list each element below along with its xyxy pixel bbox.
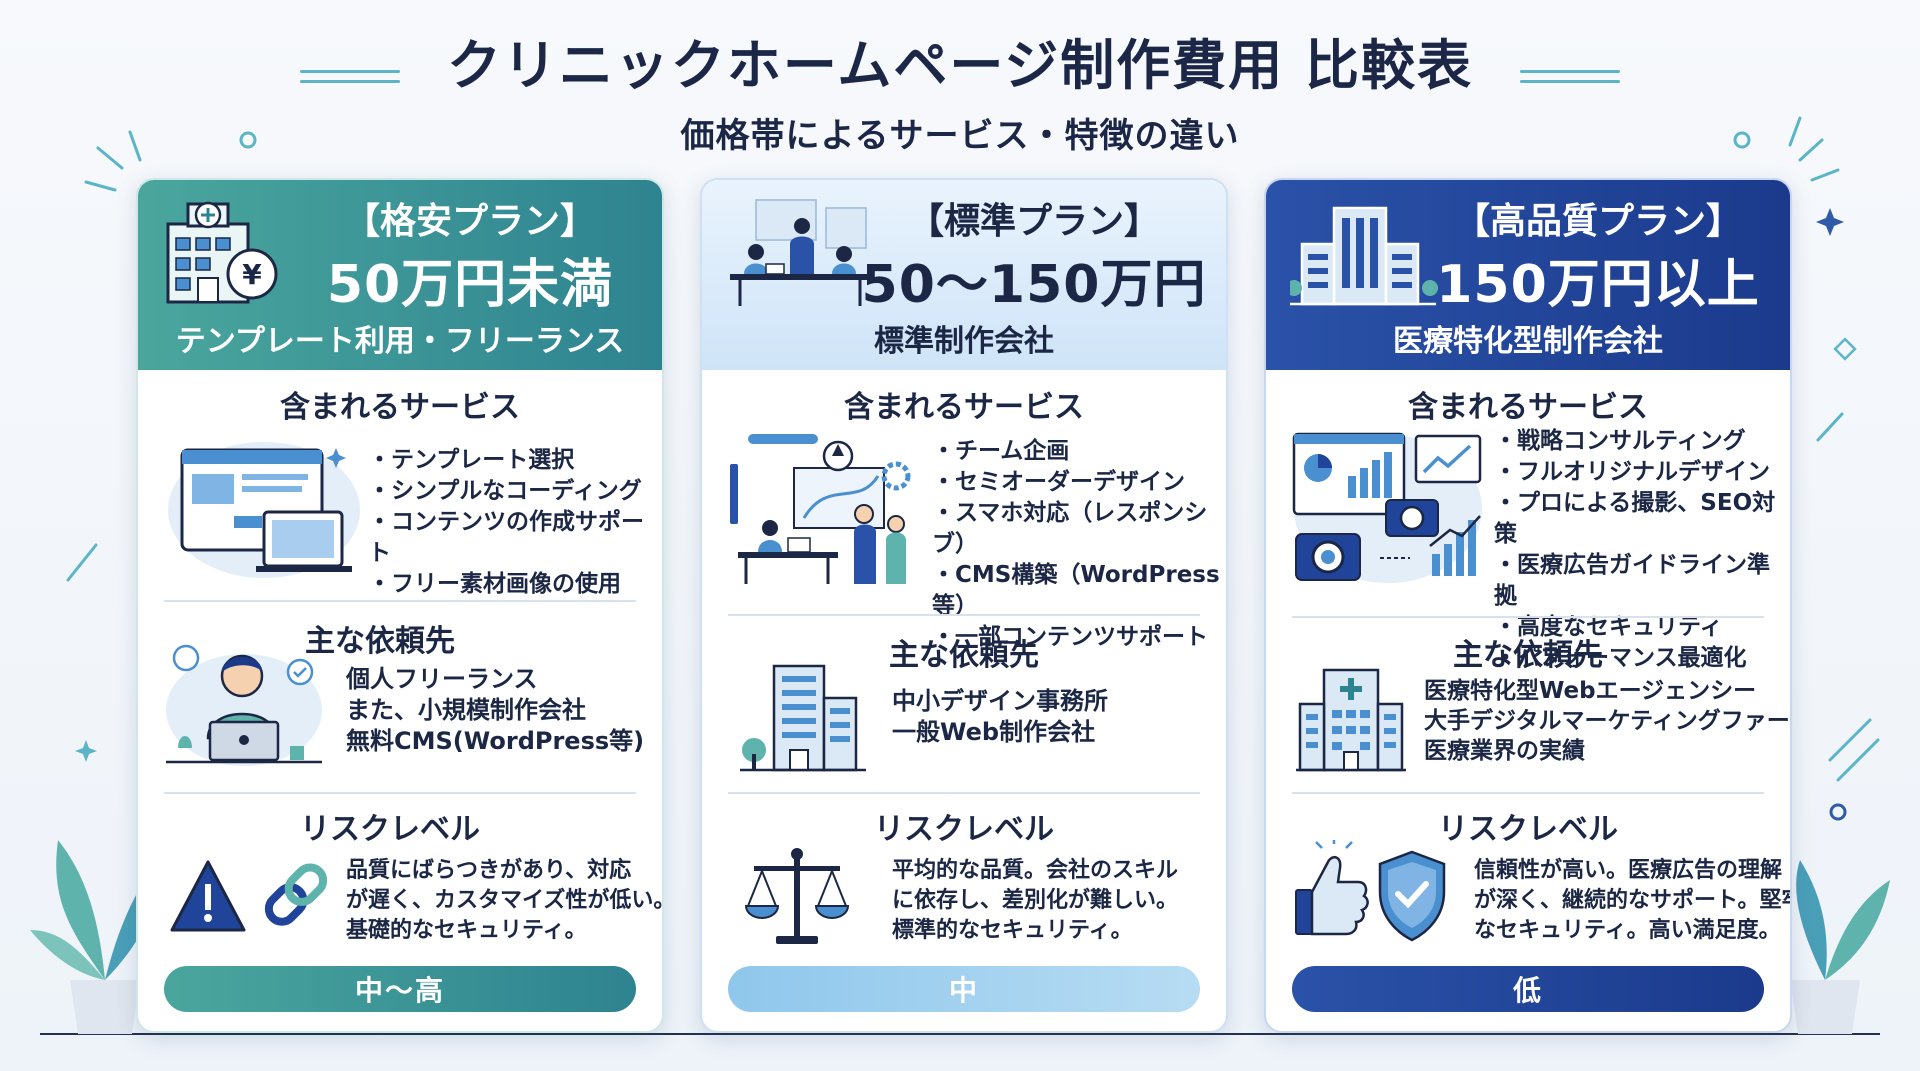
risk-text-line: 平均的な品質。会社のスキル	[892, 858, 1179, 883]
office-building-icon	[740, 664, 866, 772]
warning-chain-icon	[170, 860, 328, 932]
service-item: 高度なセキュリティ	[1494, 612, 1790, 643]
risk-text-line: が遅く、カスタマイズ性が低い。	[346, 888, 664, 913]
risk-level-badge: 中〜高	[164, 966, 636, 1012]
service-item: チーム企画	[932, 436, 1226, 467]
service-item: パフォーマンス最適化	[1494, 643, 1790, 674]
risk-text-line: 標準的なセキュリティ。	[892, 918, 1133, 943]
page-subtitle: 価格帯によるサービス・特徴の違い	[680, 116, 1240, 156]
services-heading: 含まれるサービス	[280, 390, 520, 425]
services-list: チーム企画 セミオーダーデザイン スマホ対応（レスポンシブ） CMS構築（Wor…	[932, 436, 1226, 653]
service-item: テンプレート選択	[368, 445, 662, 476]
plan-price: 50〜150万円	[861, 255, 1207, 315]
plan-name: 【格安プラン】	[343, 201, 596, 242]
service-item: フリー素材画像の使用	[368, 569, 662, 600]
vendor-item: 大手デジタルマーケティングファーム	[1424, 708, 1792, 734]
plan-vendor-type: 標準制作会社	[874, 324, 1054, 359]
vendors-heading: 主な依頼先	[305, 624, 455, 659]
plan-name: 【標準プラン】	[907, 201, 1160, 242]
risk-heading: リスクレベル	[874, 812, 1054, 847]
service-item: シンプルなコーディング	[368, 476, 662, 507]
header: クリニックホームページ制作費用 比較表 価格帯によるサービス・特徴の違い	[0, 30, 1920, 157]
website-template-icon	[168, 442, 360, 578]
service-item: プロによる撮影、SEO対策	[1494, 488, 1790, 550]
title-deco-line	[300, 80, 400, 83]
risk-description: 平均的な品質。会社のスキル に依存し、差別化が難しい。 標準的なセキュリティ。	[892, 856, 1178, 946]
plan-price: 50万円未満	[326, 255, 614, 315]
vendors-list: 医療特化型Webエージェンシー 大手デジタルマーケティングファーム 医療業界の実…	[1424, 676, 1792, 766]
vendor-item: 個人フリーランス	[346, 665, 538, 693]
page-title: クリニックホームページ制作費用 比較表	[446, 34, 1474, 97]
section-divider	[164, 600, 636, 602]
risk-heading: リスクレベル	[300, 812, 480, 847]
vendor-item: 医療業界の実績	[1424, 738, 1585, 764]
plan-card-standard: 【標準プラン】 50〜150万円 標準制作会社 含まれるサービス チーム企画 セ…	[700, 178, 1228, 1033]
title-deco-line	[300, 70, 400, 73]
section-divider	[1292, 616, 1764, 618]
plan-vendor-type: 医療特化型制作会社	[1393, 324, 1663, 359]
section-divider	[164, 792, 636, 794]
plan-card-budget: ¥ 【格安プラン】 50万円未満 テンプレート利用・フリーランス 含まれるサービ…	[136, 178, 664, 1033]
service-item: 一部コンテンツサポート	[932, 622, 1226, 653]
service-item: フルオリジナルデザイン	[1494, 457, 1790, 488]
plan-price: 150万円以上	[1436, 255, 1760, 315]
vendor-item: 中小デザイン事務所	[892, 687, 1108, 715]
risk-heading: リスクレベル	[1438, 812, 1618, 847]
vendors-heading: 主な依頼先	[1453, 638, 1603, 673]
title-deco-line	[1520, 80, 1620, 83]
title-deco-line	[1520, 70, 1620, 73]
plan-header: ¥ 【格安プラン】 50万円未満 テンプレート利用・フリーランス	[138, 180, 662, 370]
risk-text-line: 基礎的なセキュリティ。	[346, 918, 587, 943]
risk-text-line: なセキュリティ。高い満足度。	[1474, 918, 1781, 943]
plan-name: 【高品質プラン】	[1453, 201, 1742, 242]
vendors-list: 中小デザイン事務所 一般Web制作会社	[892, 686, 1108, 748]
plan-header: 【高品質プラン】 150万円以上 医療特化型制作会社	[1266, 180, 1790, 370]
balance-scale-icon	[744, 848, 850, 944]
svg-text:¥: ¥	[242, 258, 262, 291]
plan-card-premium: 【高品質プラン】 150万円以上 医療特化型制作会社 含まれるサービス 戦略コン…	[1264, 178, 1792, 1033]
risk-text-line: が深く、継続的なサポート。堅牢	[1474, 888, 1792, 913]
service-item: 戦略コンサルティング	[1494, 426, 1790, 457]
medical-building-icon	[1296, 668, 1406, 772]
services-list: テンプレート選択 シンプルなコーディング コンテンツの作成サポート フリー素材画…	[368, 445, 662, 600]
vendors-list: 個人フリーランス また、小規模制作会社 無料CMS(WordPress等)	[346, 664, 644, 757]
service-item: CMS構築（WordPress等）	[932, 560, 1226, 622]
hospital-building-icon	[1290, 206, 1438, 306]
vendor-item: 無料CMS(WordPress等)	[346, 727, 645, 755]
risk-level-badge: 低	[1292, 966, 1764, 1012]
service-item: コンテンツの作成サポート	[368, 507, 662, 569]
thumbs-up-shield-icon	[1295, 840, 1446, 942]
vendor-item: また、小規模制作会社	[346, 696, 586, 724]
service-item: 医療広告ガイドライン準拠	[1494, 550, 1790, 612]
services-heading: 含まれるサービス	[1408, 390, 1648, 425]
section-divider	[1292, 792, 1764, 794]
design-team-icon	[730, 434, 911, 584]
service-item: セミオーダーデザイン	[932, 467, 1226, 498]
risk-level-badge: 中	[728, 966, 1200, 1012]
services-list: 戦略コンサルティング フルオリジナルデザイン プロによる撮影、SEO対策 医療広…	[1494, 426, 1790, 674]
vendor-item: 一般Web制作会社	[892, 718, 1096, 746]
plan-header: 【標準プラン】 50〜150万円 標準制作会社	[702, 180, 1226, 370]
analytics-camera-icon	[1292, 432, 1482, 583]
vendor-item: 医療特化型Webエージェンシー	[1424, 678, 1757, 704]
plan-vendor-type: テンプレート利用・フリーランス	[175, 324, 625, 359]
section-divider	[728, 792, 1200, 794]
risk-description: 品質にばらつきがあり、対応 が遅く、カスタマイズ性が低い。 基礎的なセキュリティ…	[346, 856, 664, 946]
section-divider	[728, 614, 1200, 616]
freelancer-icon	[166, 644, 322, 766]
risk-text-line: 品質にばらつきがあり、対応	[346, 858, 632, 883]
clinic-yen-icon: ¥	[166, 201, 278, 304]
team-meeting-icon	[730, 199, 870, 306]
risk-description: 信頼性が高い。医療広告の理解 が深く、継続的なサポート。堅牢 なセキュリティ。高…	[1474, 856, 1792, 946]
risk-text-line: に依存し、差別化が難しい。	[892, 888, 1179, 913]
risk-text-line: 信頼性が高い。医療広告の理解	[1474, 858, 1783, 883]
service-item: スマホ対応（レスポンシブ）	[932, 498, 1226, 560]
vendors-heading: 主な依頼先	[889, 638, 1039, 673]
services-heading: 含まれるサービス	[844, 390, 1084, 425]
